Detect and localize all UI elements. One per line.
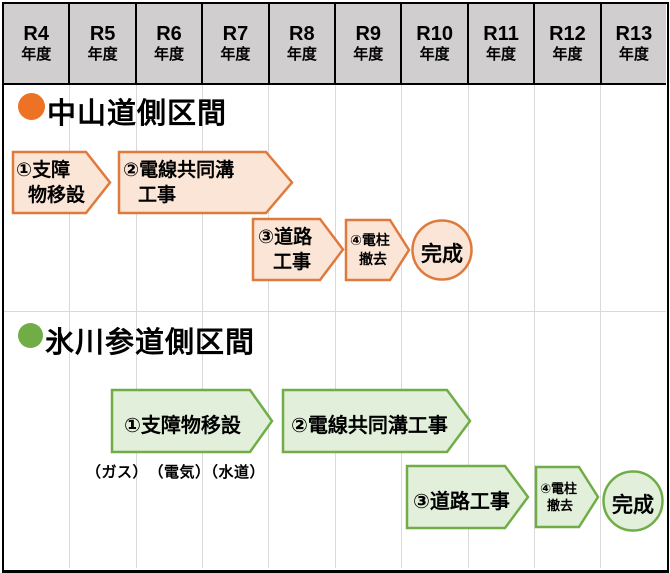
header-era: R8 bbox=[289, 23, 315, 46]
header-cell-r10: R10 年度 bbox=[402, 4, 469, 83]
section-bullet-icon bbox=[18, 93, 45, 120]
header-era: R4 bbox=[23, 23, 49, 46]
task-label-line1: ①支障 bbox=[16, 160, 71, 181]
header-cell-r5: R5 年度 bbox=[70, 4, 137, 83]
task-label-line2: 工事 bbox=[138, 185, 177, 206]
header-unit: 年度 bbox=[419, 46, 450, 64]
header-cell-r11: R11 年度 bbox=[468, 4, 536, 83]
header-unit: 年度 bbox=[286, 46, 317, 64]
task-label-line2: 工事 bbox=[273, 252, 312, 273]
task-shape-hikawa-3 bbox=[405, 464, 530, 530]
task-label-line1: ④電柱 bbox=[540, 481, 578, 496]
grid-line-vertical bbox=[69, 85, 70, 568]
section-title-hikawa: 氷川参道側区間 bbox=[45, 327, 256, 359]
task-label-line2: 物移設 bbox=[28, 185, 86, 206]
grid-line-vertical bbox=[202, 85, 203, 568]
task-label-line2: 撤去 bbox=[547, 498, 574, 513]
task-label-line1: ④電柱 bbox=[350, 232, 390, 248]
grid-line-vertical bbox=[268, 85, 269, 568]
task-note-utilities: （ガス） （電気）（水道） bbox=[86, 464, 266, 481]
grid-line-vertical bbox=[534, 85, 535, 568]
header-cell-r8: R8 年度 bbox=[269, 4, 337, 83]
task-shape-nakasendo-4 bbox=[344, 218, 411, 282]
section-bullet-icon bbox=[18, 323, 43, 348]
task-label-hikawa-3: ③道路工事 bbox=[413, 491, 510, 513]
header-unit: 年度 bbox=[618, 46, 649, 64]
grid-line-horizontal bbox=[4, 311, 666, 312]
task-label-hikawa-2: ②電線共同溝工事 bbox=[291, 415, 448, 437]
header-era: R7 bbox=[222, 23, 249, 46]
grid-line-vertical bbox=[468, 85, 469, 568]
task-shape-nakasendo-3 bbox=[251, 217, 345, 282]
task-label-nakasendo-1: ①支障 物移設 bbox=[16, 158, 85, 208]
header-era: R11 bbox=[483, 23, 519, 46]
milestone-label-nakasendo: 完成 bbox=[421, 243, 463, 266]
grid-line-vertical bbox=[600, 85, 601, 568]
task-shape-hikawa-2 bbox=[281, 388, 472, 454]
header-cell-r13: R13 年度 bbox=[601, 4, 667, 83]
milestone-circle-hikawa bbox=[602, 470, 664, 532]
task-label-hikawa-4: ④電柱 撤去 bbox=[540, 480, 577, 514]
task-label-nakasendo-4: ④電柱 撤去 bbox=[350, 231, 390, 269]
task-shape-hikawa-4 bbox=[534, 465, 600, 529]
header-unit: 年度 bbox=[552, 46, 583, 64]
header-unit: 年度 bbox=[353, 46, 384, 64]
milestone-label-hikawa: 完成 bbox=[612, 494, 654, 517]
task-label-nakasendo-2: ②電線共同溝 工事 bbox=[123, 158, 234, 208]
task-label-line2: 撤去 bbox=[359, 251, 387, 267]
header-cell-r4: R4 年度 bbox=[4, 4, 71, 83]
grid-line-vertical bbox=[136, 85, 137, 568]
header-unit: 年度 bbox=[21, 46, 52, 64]
header-cell-r12: R12 年度 bbox=[535, 4, 602, 83]
task-label-nakasendo-3: ③道路 工事 bbox=[258, 225, 312, 275]
header-era: R12 bbox=[549, 23, 586, 46]
milestone-circle-nakasendo bbox=[411, 219, 473, 281]
task-label-line1: ③道路 bbox=[258, 227, 313, 248]
section-title-nakasendo: 中山道側区間 bbox=[47, 98, 228, 130]
header-era: R9 bbox=[355, 23, 382, 46]
header-era: R13 bbox=[615, 23, 653, 46]
grid-line-vertical bbox=[401, 85, 402, 568]
task-shape-hikawa-1 bbox=[110, 388, 274, 454]
header-era: R10 bbox=[416, 23, 453, 46]
header-cell-r7: R7 年度 bbox=[203, 4, 270, 83]
task-label-line1: ②電線共同溝 bbox=[123, 160, 235, 181]
header-unit: 年度 bbox=[154, 46, 185, 64]
task-shape-nakasendo-1 bbox=[11, 150, 112, 215]
header-cell-r6: R6 年度 bbox=[136, 4, 204, 83]
header-era: R5 bbox=[89, 23, 116, 46]
header-unit: 年度 bbox=[87, 46, 118, 64]
task-label-hikawa-1: ①支障物移設 bbox=[124, 415, 241, 437]
task-shape-nakasendo-2 bbox=[117, 150, 294, 215]
grid-line-vertical bbox=[335, 85, 336, 568]
fiscal-year-header-row: R4 年度 R5 年度 R6 年度 R7 年度 R8 年度 R9 年度 R10 … bbox=[4, 4, 667, 85]
header-unit: 年度 bbox=[486, 46, 517, 64]
header-cell-r9: R9 年度 bbox=[336, 4, 403, 83]
header-era: R6 bbox=[156, 23, 182, 46]
header-unit: 年度 bbox=[220, 46, 251, 64]
